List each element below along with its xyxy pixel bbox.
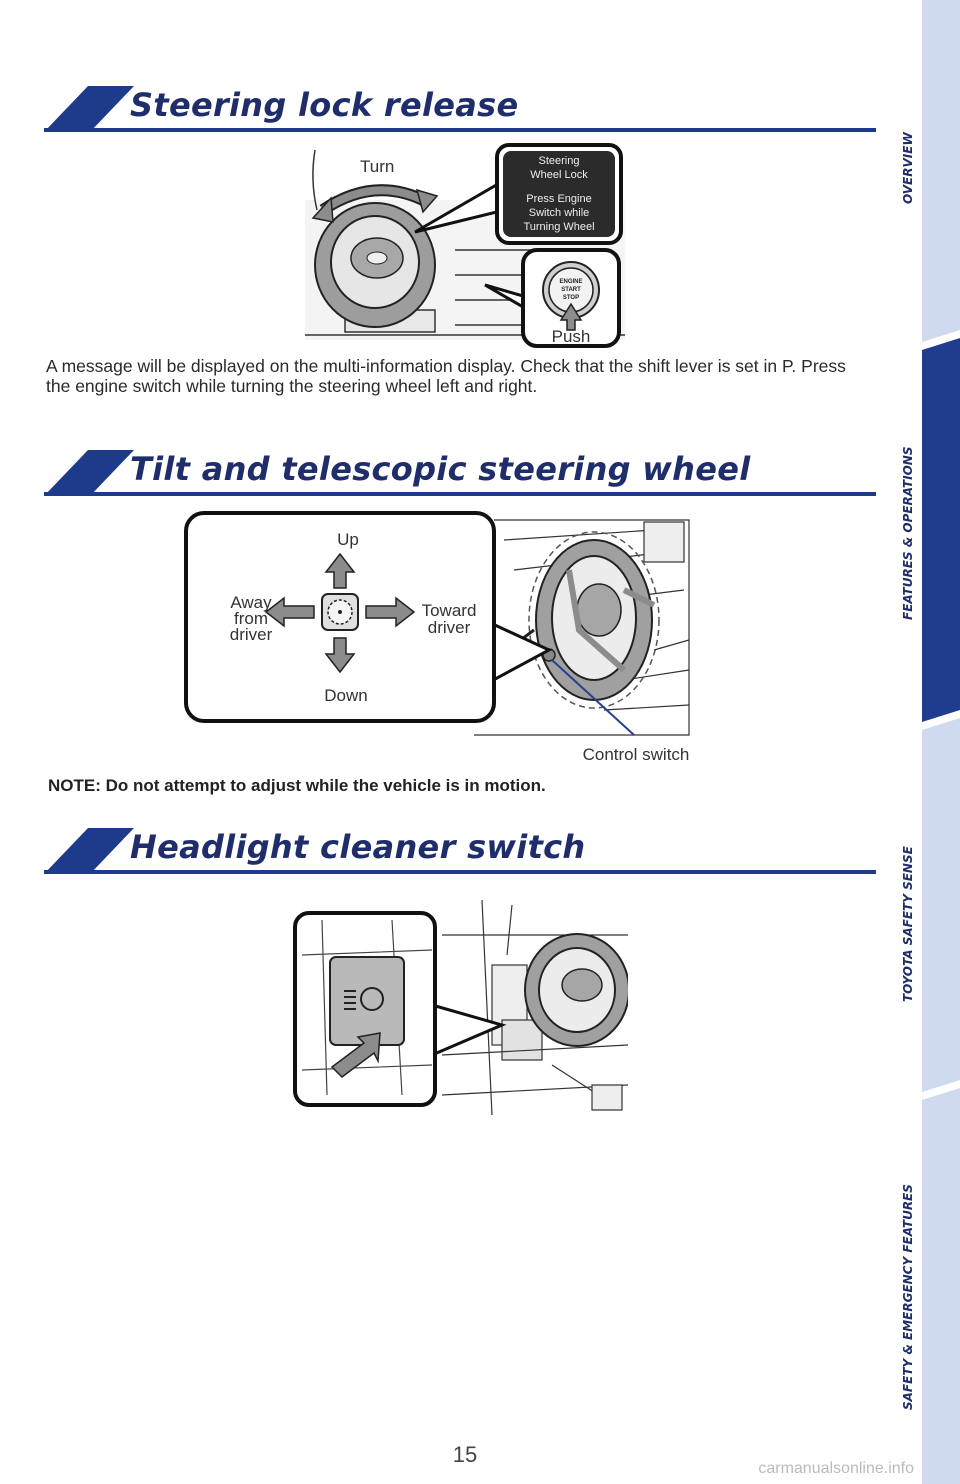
- section-title-headlight-cleaner: Headlight cleaner switch: [130, 828, 586, 866]
- press-arrow-icon: [330, 1032, 381, 1078]
- sidebar-tab-label: TOYOTA SAFETY SENSE: [901, 846, 915, 1002]
- steering-lock-description: A message will be displayed on the multi…: [46, 356, 846, 396]
- display-line-4: Switch while: [529, 207, 590, 219]
- away-label-line-1: Away: [230, 593, 272, 612]
- up-label: Up: [337, 530, 359, 549]
- sidebar-tab-safety-emergency[interactable]: SAFETY & EMERGENCY FEATURES: [901, 1184, 915, 1410]
- control-switch-leader-line: [551, 659, 635, 736]
- telescopic-motion-arrow: [622, 587, 656, 608]
- tilt-motion-arrow: [566, 569, 626, 673]
- sidebar-tab-features-operations[interactable]: FEATURES & OPERATIONS: [901, 447, 915, 620]
- header-slant-decoration: [44, 450, 134, 496]
- headlight-cleaner-icon: [360, 987, 384, 1011]
- button-line-1: ENGINE: [559, 279, 582, 285]
- section-title-steering-lock: Steering lock release: [130, 86, 519, 124]
- sidebar-tab-label: SAFETY & EMERGENCY FEATURES: [901, 1184, 915, 1410]
- turn-label: Turn: [360, 157, 394, 176]
- section-header-headlight-cleaner: Headlight cleaner switch: [44, 824, 876, 874]
- button-line-3: STOP: [563, 295, 579, 301]
- display-line-2: Wheel Lock: [530, 169, 588, 181]
- arrow-right-icon: [365, 596, 416, 628]
- button-line-2: START: [561, 287, 581, 293]
- turn-arrow-head-left: [311, 196, 334, 223]
- sidebar-tab-overview[interactable]: OVERVIEW: [901, 132, 915, 204]
- section-title-tilt-telescopic: Tilt and telescopic steering wheel: [130, 450, 751, 488]
- section-header-tilt-telescopic: Tilt and telescopic steering wheel: [44, 446, 876, 496]
- display-line-1: Steering: [539, 155, 580, 167]
- display-line-5: Turning Wheel: [523, 221, 594, 233]
- turn-arrow: [320, 186, 429, 214]
- tab-bg-safety-emergency: [922, 1088, 960, 1484]
- header-slant-decoration: [44, 828, 134, 874]
- header-slant-decoration: [44, 86, 134, 132]
- headlight-cleaner-switch: [329, 956, 405, 1046]
- switch-callout-pointer: [431, 1003, 507, 1057]
- toward-label-line-2: driver: [428, 618, 471, 637]
- push-arrow: [559, 302, 583, 331]
- steering-wheel: [524, 933, 628, 1047]
- tilt-telescopic-illustration: Up Down Away from driver Toward driver C…: [184, 511, 690, 764]
- headlight-cleaner-illustration: [293, 899, 628, 1116]
- sidebar-tab-label: FEATURES & OPERATIONS: [901, 446, 915, 620]
- multi-information-display: Steering Wheel Lock Press Engine Switch …: [495, 143, 623, 245]
- header-rule: [44, 128, 876, 132]
- safety-note: NOTE: Do not attempt to adjust while the…: [48, 776, 546, 795]
- headlight-beam-icon: [344, 990, 356, 1010]
- control-switch-label: Control switch: [583, 745, 690, 764]
- arrow-left-icon: [264, 596, 315, 628]
- tab-bg-overview: [922, 0, 960, 342]
- page-number: 15: [452, 1442, 478, 1467]
- arrow-up-icon: [324, 552, 356, 589]
- section-header-steering-lock: Steering lock release: [44, 82, 876, 132]
- tab-bg-features-operations: [922, 338, 960, 722]
- switch-callout-pointer: [483, 618, 553, 687]
- down-label: Down: [324, 686, 367, 705]
- away-label-line-3: driver: [230, 625, 273, 644]
- header-rule: [44, 492, 876, 496]
- engine-start-button-callout: ENGINE START STOP Push: [521, 248, 621, 348]
- cabin-illustration: [441, 899, 628, 1116]
- tab-bg-toyota-safety-sense: [922, 718, 960, 1092]
- toward-label-line-1: Toward: [422, 601, 477, 620]
- away-label-line-2: from: [234, 609, 268, 628]
- steering-wheel: [314, 202, 436, 328]
- watermark: carmanualsonline.info: [758, 1460, 914, 1477]
- push-label: Push: [552, 327, 591, 346]
- arrow-down-icon: [324, 637, 356, 674]
- section-tab-sidebar: [922, 0, 960, 1484]
- steering-wheel: [513, 531, 660, 709]
- display-line-3: Press Engine: [526, 193, 591, 205]
- header-rule: [44, 870, 876, 874]
- steering-lock-illustration: Turn Steering Wheel Lock Press Engine Sw…: [305, 143, 625, 348]
- sidebar-tab-toyota-safety-sense[interactable]: TOYOTA SAFETY SENSE: [901, 846, 915, 1002]
- direction-pad: [264, 552, 416, 674]
- sidebar-tab-label: OVERVIEW: [901, 132, 915, 204]
- turn-arrow-head-right: [415, 188, 439, 214]
